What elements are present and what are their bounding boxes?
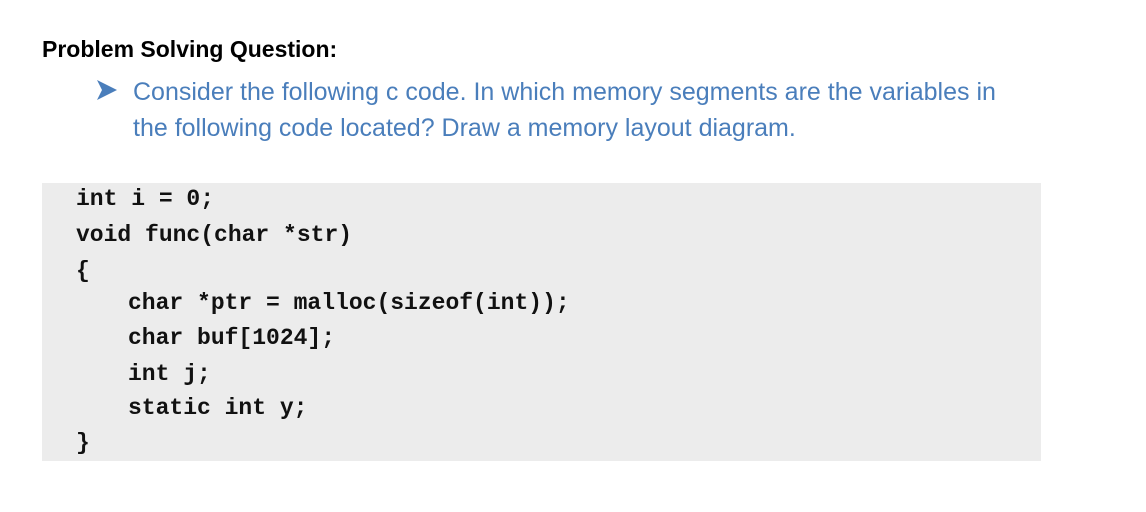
code-line: char buf[1024]; [128,325,336,351]
code-line: void func(char *str) [76,222,353,248]
code-line: int j; [128,361,211,387]
code-line: { [76,258,90,284]
code-line: static int y; [128,395,308,421]
code-line: char *ptr = malloc(sizeof(int)); [128,290,570,316]
question-text: Consider the following c code. In which … [133,74,1113,146]
question-line-1: Consider the following c code. In which … [133,78,996,106]
code-line: } [76,430,90,456]
code-line: int i = 0; [76,186,215,212]
question-heading: Problem Solving Question: [42,36,338,62]
code-snippet: int i = 0; void func(char *str) { char *… [42,183,1041,461]
question-line-2: the following code located? Draw a memor… [133,114,796,142]
arrowhead-bullet-icon [97,80,117,100]
